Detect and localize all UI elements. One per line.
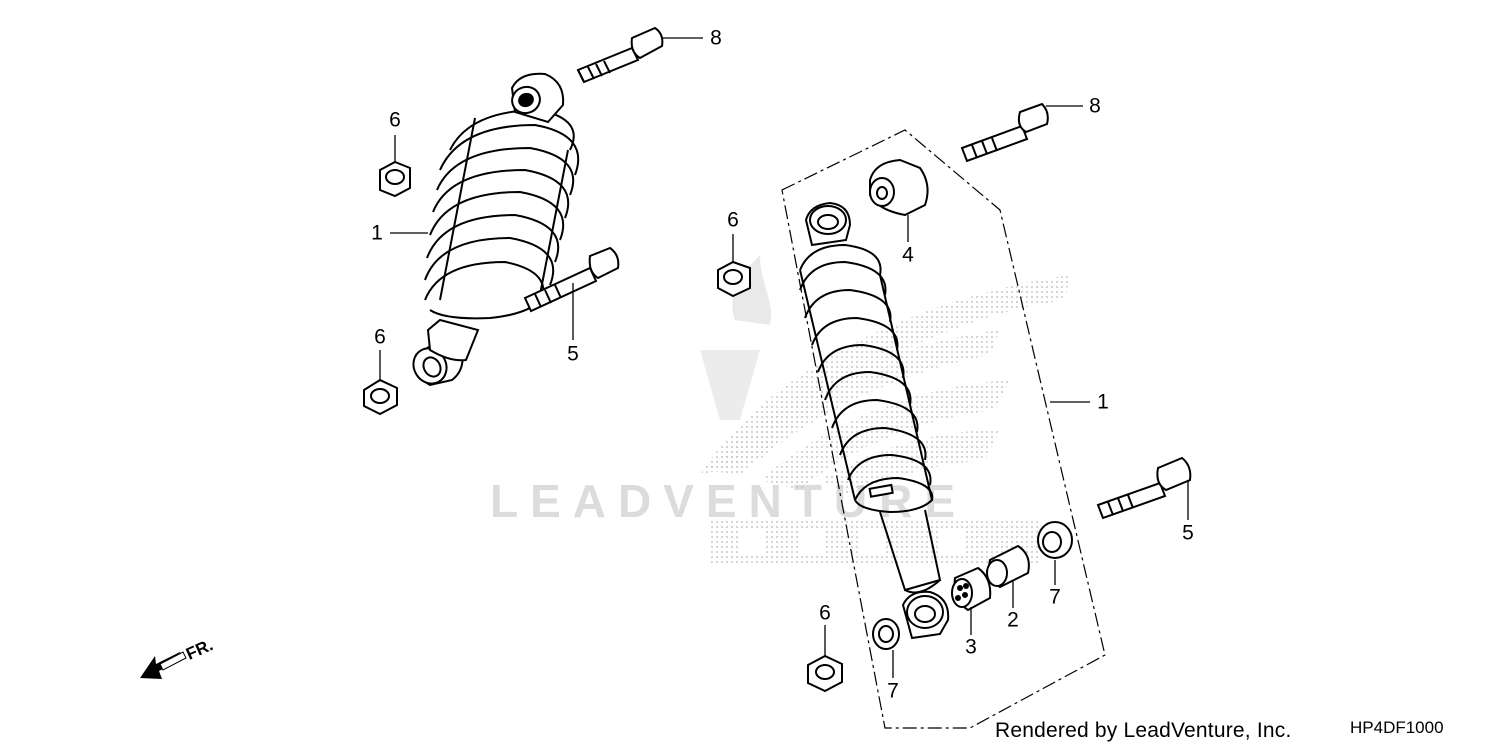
callout-right-nut-lower: 6 (819, 601, 831, 625)
right-lower-bushing (951, 566, 992, 612)
assembly-boundary (781, 129, 1106, 729)
render-credit: Rendered by LeadVenture, Inc. (995, 719, 1292, 742)
callout-right-collar: 2 (1007, 608, 1019, 632)
callout-right-bushing-top: 4 (902, 243, 914, 267)
front-direction-arrow-icon (140, 651, 187, 679)
callout-left-nut-lower: 6 (374, 325, 386, 349)
honda-wing-watermark-icon (700, 255, 1070, 565)
right-washer-left (872, 618, 900, 650)
right-top-bushing (869, 158, 929, 217)
left-lower-nut (363, 378, 398, 416)
drawing-code: HP4DF1000 (1350, 718, 1444, 737)
right-upper-nut (717, 260, 751, 298)
callout-right-washer-left: 7 (887, 679, 899, 703)
right-top-bolt (960, 102, 1049, 163)
right-lower-nut (807, 654, 843, 693)
callout-right-bushing-lower: 3 (965, 635, 977, 659)
right-lower-bolt (1096, 456, 1192, 520)
callout-left-shock: 1 (371, 221, 383, 245)
left-lower-bolt (523, 246, 620, 313)
right-shock-absorber (799, 201, 950, 640)
callout-right-shock: 1 (1097, 390, 1109, 414)
callout-right-nut-upper: 6 (727, 208, 739, 232)
leader-lines (379, 37, 1189, 678)
callout-right-washer-right: 7 (1049, 585, 1061, 609)
left-top-bolt (576, 26, 664, 84)
left-shock-absorber (412, 72, 580, 387)
callout-left-nut-top: 6 (389, 108, 401, 132)
right-washer-right (1037, 521, 1073, 559)
callout-left-bolt-top: 8 (710, 26, 722, 50)
watermark-text: LEADVENTURE (490, 475, 968, 527)
callout-right-bolt-lower: 5 (1182, 521, 1194, 545)
callout-left-bolt-lower: 5 (567, 342, 579, 366)
callout-right-bolt-top: 8 (1089, 94, 1101, 118)
right-collar (986, 544, 1030, 589)
left-top-nut (379, 160, 411, 198)
